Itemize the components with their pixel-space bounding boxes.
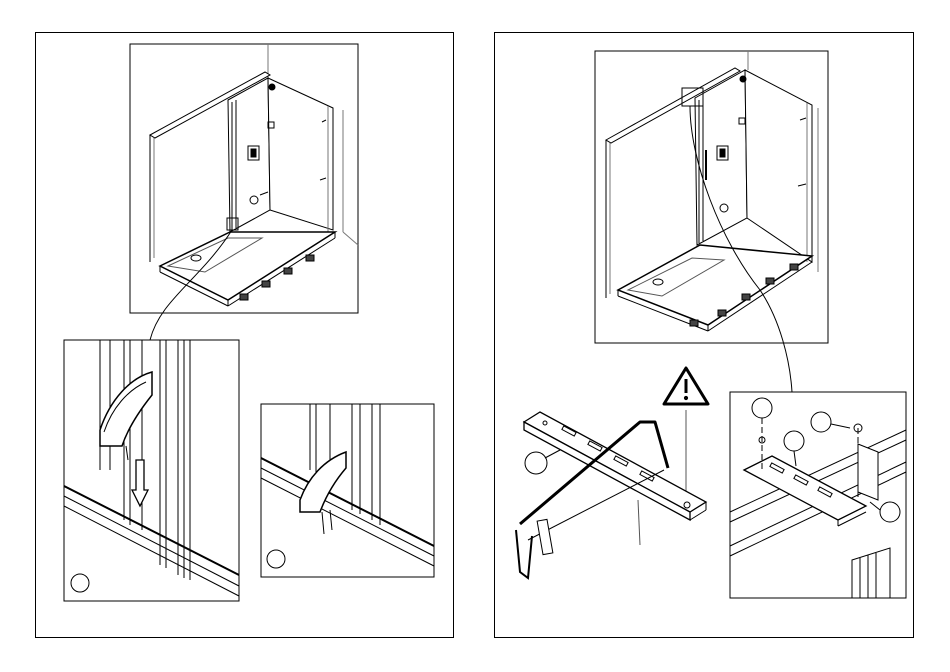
left-overview-panel	[130, 44, 358, 313]
step-marker-circle	[811, 412, 831, 432]
left-detail-clip-insert	[64, 340, 239, 601]
step-marker-circle	[880, 502, 900, 522]
right-detail-bracket	[730, 392, 906, 598]
step-marker-circle	[525, 452, 547, 474]
step-marker-circle	[752, 398, 772, 418]
right-overview-panel	[595, 51, 828, 343]
left-detail-clip-installed	[261, 404, 434, 577]
hacksaw-cutting-illustration	[516, 412, 706, 578]
step-marker-circle	[784, 431, 804, 451]
